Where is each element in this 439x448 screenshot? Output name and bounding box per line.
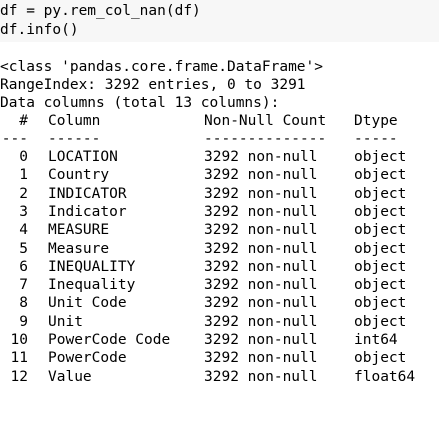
row-dtype: object [354, 185, 407, 202]
header-count: Non-Null Count [204, 113, 327, 129]
row-column-name: INDICATOR [48, 185, 127, 202]
row-non-null-count: 3292 non-null [204, 167, 318, 184]
row-column-name: MEASURE [48, 222, 110, 239]
info-table-row: 9 Unit 3292 non-null object [0, 313, 439, 331]
row-non-null-count: 3292 non-null [204, 258, 318, 275]
separator-index: --- [1, 131, 28, 147]
info-table-row: 3 Indicator 3292 non-null object [0, 203, 439, 221]
info-table-row: 12 Value 3292 non-null float64 [0, 368, 439, 386]
row-index: 11 [10, 350, 28, 367]
row-dtype: object [354, 277, 407, 294]
row-non-null-count: 3292 non-null [204, 149, 318, 165]
row-column-name: INEQUALITY [48, 258, 136, 275]
row-dtype: object [354, 295, 407, 312]
row-non-null-count: 3292 non-null [204, 295, 318, 312]
row-dtype: object [354, 149, 407, 165]
separator-count: -------------- [204, 131, 327, 147]
row-non-null-count: 3292 non-null [204, 368, 318, 385]
row-column-name: Country [48, 167, 110, 184]
info-table-separator: --- ------ -------------- ----- [0, 130, 439, 148]
row-dtype: object [354, 222, 407, 239]
code-line: df.info() [0, 22, 79, 38]
row-index: 7 [19, 277, 28, 294]
code-input-cell[interactable]: df = py.rem_col_nan(df) df.info() [0, 0, 439, 42]
row-dtype: object [354, 313, 407, 330]
row-non-null-count: 3292 non-null [204, 203, 318, 220]
row-column-name: PowerCode Code [48, 332, 171, 348]
row-index: 8 [19, 295, 28, 312]
row-column-name: Unit [48, 313, 83, 330]
row-dtype: object [354, 203, 407, 220]
row-dtype: object [354, 167, 407, 184]
info-table-row: 5 Measure 3292 non-null object [0, 240, 439, 258]
row-index: 5 [19, 240, 28, 257]
header-column: Column [48, 113, 101, 129]
info-table-row: 0 LOCATION 3292 non-null object [0, 148, 439, 166]
separator-column: ------ [48, 131, 101, 147]
header-dtype: Dtype [354, 113, 398, 129]
info-table-row: 4 MEASURE 3292 non-null object [0, 221, 439, 239]
info-table-header: # Column Non-Null Count Dtype [0, 112, 439, 130]
row-index: 10 [10, 332, 28, 348]
info-table-row: 7 Inequality 3292 non-null object [0, 276, 439, 294]
separator-dtype: ----- [354, 131, 398, 147]
output-class-line: <class 'pandas.core.frame.DataFrame'> [0, 59, 324, 75]
row-index: 12 [10, 368, 28, 385]
row-dtype: object [354, 258, 407, 275]
row-dtype: object [354, 240, 407, 257]
row-non-null-count: 3292 non-null [204, 222, 318, 239]
info-table-row: 8 Unit Code 3292 non-null object [0, 294, 439, 312]
row-non-null-count: 3292 non-null [204, 277, 318, 294]
row-dtype: int64 [354, 332, 398, 348]
info-table-row: 10 PowerCode Code 3292 non-null int64 [0, 331, 439, 349]
header-index: # [10, 113, 28, 129]
row-non-null-count: 3292 non-null [204, 313, 318, 330]
row-non-null-count: 3292 non-null [204, 332, 318, 348]
code-line: df = py.rem_col_nan(df) [0, 3, 201, 19]
row-dtype: float64 [354, 368, 416, 385]
info-table-row: 11 PowerCode 3292 non-null object [0, 349, 439, 367]
row-index: 2 [19, 185, 28, 202]
row-column-name: Inequality [48, 277, 136, 294]
info-table-row: 6 INEQUALITY 3292 non-null object [0, 258, 439, 276]
output-range-index: RangeIndex: 3292 entries, 0 to 3291 [0, 77, 306, 93]
row-column-name: Measure [48, 240, 110, 257]
row-column-name: LOCATION [48, 149, 118, 165]
row-non-null-count: 3292 non-null [204, 185, 318, 202]
row-index: 1 [19, 167, 28, 184]
row-non-null-count: 3292 non-null [204, 350, 318, 367]
row-index: 4 [19, 222, 28, 239]
row-index: 3 [19, 203, 28, 220]
row-column-name: PowerCode [48, 350, 127, 367]
row-dtype: object [354, 350, 407, 367]
row-column-name: Value [48, 368, 92, 385]
row-index: 9 [19, 313, 28, 330]
row-non-null-count: 3292 non-null [204, 240, 318, 257]
row-column-name: Unit Code [48, 295, 127, 312]
info-table-row: 1 Country 3292 non-null object [0, 166, 439, 184]
row-index: 0 [19, 149, 28, 165]
output-data-columns: Data columns (total 13 columns): [0, 95, 280, 111]
row-column-name: Indicator [48, 203, 127, 220]
row-index: 6 [19, 258, 28, 275]
info-table-row: 2 INDICATOR 3292 non-null object [0, 185, 439, 203]
